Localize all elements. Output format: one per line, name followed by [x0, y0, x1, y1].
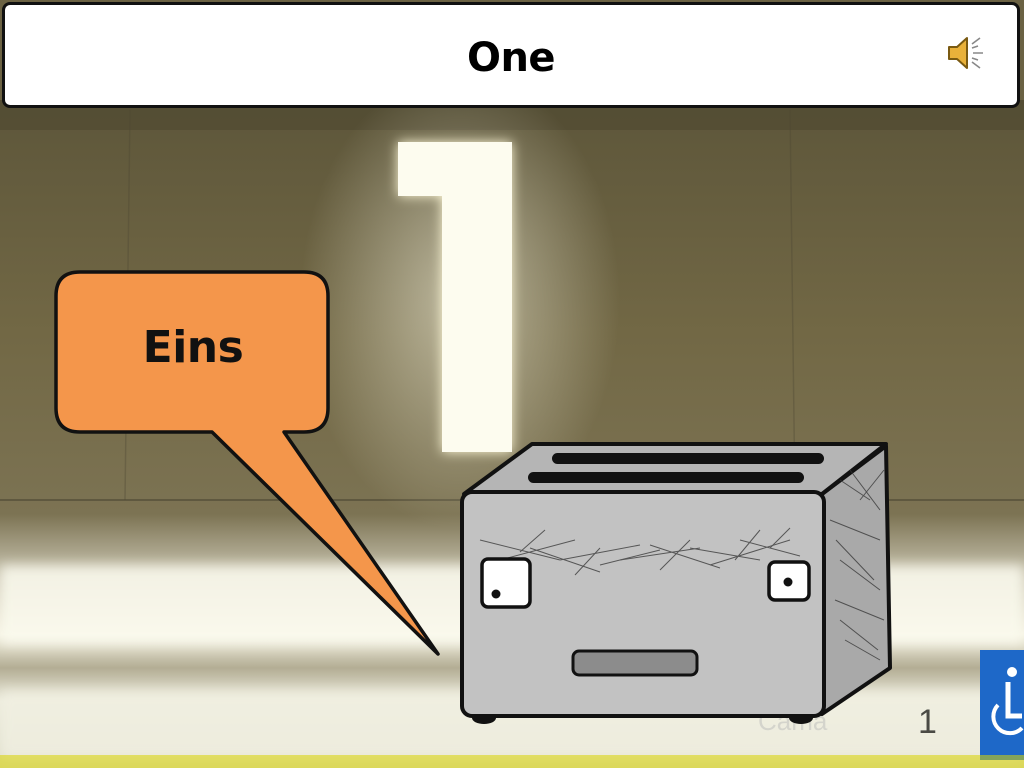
background-sign-number: 1	[918, 703, 937, 741]
speech-bubble-text: Eins	[142, 322, 244, 373]
page-title: One	[466, 35, 556, 81]
title-bar: One	[2, 2, 1020, 108]
speaker-icon[interactable]	[945, 35, 985, 71]
